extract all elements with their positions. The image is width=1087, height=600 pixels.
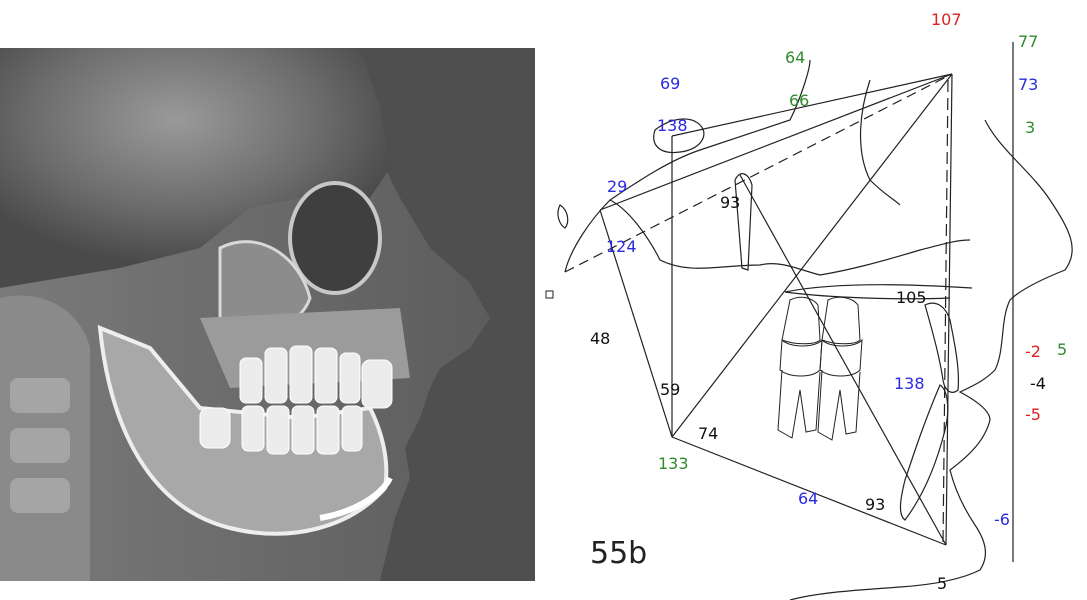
radiograph-panel: 55a: [0, 48, 535, 581]
measure-66: 66: [789, 91, 810, 110]
measure-124: 124: [606, 237, 637, 256]
mandibular-plane: [671, 436, 947, 546]
frankfort-line: [599, 73, 953, 211]
face-line: [945, 73, 953, 546]
measure-5-right: 5: [1057, 340, 1068, 359]
measure-93-lower: 93: [865, 495, 886, 514]
measure-138-top: 138: [657, 116, 688, 135]
measure-138-mid: 138: [894, 374, 925, 393]
sn-line: [671, 73, 953, 137]
measure-105: 105: [896, 288, 927, 307]
measure-73: 73: [1018, 75, 1039, 94]
measure-133: 133: [658, 454, 689, 473]
measure-neg5: -5: [1025, 405, 1041, 424]
measure-29: 29: [607, 177, 628, 196]
facial-diagonal: [671, 73, 953, 438]
radiograph-image: [0, 48, 535, 581]
measure-77: 77: [1018, 32, 1039, 51]
measure-69: 69: [660, 74, 681, 93]
tracing-drawing: [545, 42, 1073, 600]
molar-upper-right: [817, 296, 863, 441]
measure-59: 59: [660, 380, 681, 399]
measure-neg4: -4: [1030, 374, 1046, 393]
measure-74: 74: [698, 424, 719, 443]
figure-label-b: 55b: [590, 536, 648, 571]
tracing-panel: 107 77 64 69 73 66 138 3 29 93 124 105 4…: [540, 0, 1087, 600]
measure-107: 107: [931, 10, 962, 29]
measure-48: 48: [590, 329, 611, 348]
measure-64-top: 64: [785, 48, 806, 67]
measure-3: 3: [1025, 118, 1036, 137]
dashed-sn: [564, 73, 953, 273]
measure-64-bottom: 64: [798, 489, 819, 508]
dashed-vertical: [942, 79, 949, 546]
measure-93-upper: 93: [720, 193, 741, 212]
measure-5-bottom: 5: [937, 574, 948, 593]
measure-neg2: -2: [1025, 342, 1041, 361]
y-axis: [739, 174, 947, 546]
molar-upper-left: [777, 296, 823, 439]
measure-neg6: -6: [994, 510, 1010, 529]
